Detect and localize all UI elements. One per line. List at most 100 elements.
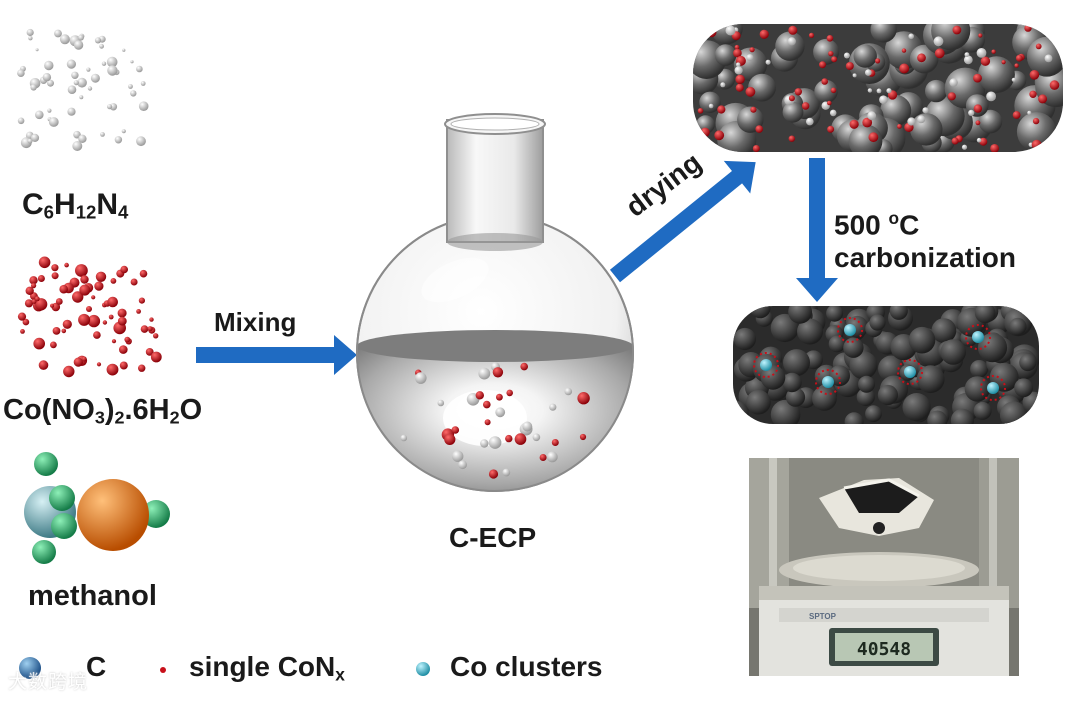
- carbon-particle: [977, 333, 1008, 363]
- flask-white-dot: [546, 451, 558, 463]
- precursor-cobalt-dot: [1015, 54, 1023, 62]
- cobalt-ion-dot: [37, 275, 45, 282]
- flask-cobalt-dot: [451, 426, 460, 434]
- flask-white-dot: [549, 403, 557, 411]
- precursor-cobalt-dot: [1012, 111, 1021, 119]
- hexamine-atom: [136, 65, 143, 73]
- hexamine-atom: [109, 103, 118, 111]
- hexamine-atom: [72, 141, 83, 151]
- hexamine-atom: [17, 117, 25, 125]
- hexamine-atom: [101, 61, 107, 66]
- carbon-particle: [760, 365, 786, 390]
- cobalt-ion-dot: [147, 326, 153, 332]
- precursor-cobalt-dot: [875, 58, 881, 64]
- precursor-cobalt-dot: [700, 127, 710, 137]
- precursor-sphere: [848, 124, 883, 152]
- precursor-cobalt-dot: [735, 83, 744, 92]
- hexamine-atom: [35, 48, 39, 52]
- carbon-particle: [973, 401, 992, 420]
- precursor-white-dot: [961, 144, 968, 150]
- cobalt-ion-dot: [149, 317, 154, 322]
- precursor-sphere: [699, 91, 721, 114]
- hexamine-atom: [130, 60, 134, 64]
- carbon-particle: [783, 349, 810, 377]
- precursor-cobalt-dot: [831, 56, 838, 63]
- con-ring: [897, 359, 923, 385]
- flask-white-dot: [488, 436, 502, 449]
- precursor-cobalt-dot: [952, 25, 962, 35]
- cobalt-ion-dot: [107, 296, 118, 308]
- flask-white-dot: [437, 399, 445, 407]
- precursor-white-dot: [907, 117, 916, 126]
- carbon-particle: [974, 306, 996, 324]
- precursor-cobalt-dot: [706, 139, 712, 145]
- precursor-cobalt-dot: [1014, 63, 1019, 68]
- hexamine-atom: [100, 132, 105, 137]
- cobalt-ion-dot: [50, 303, 55, 308]
- precursor-cobalt-dot: [821, 78, 828, 85]
- precursor-white-dot: [949, 78, 958, 87]
- hexamine-atom: [28, 36, 33, 41]
- precursor-white-dot: [986, 91, 996, 102]
- cobalt-ion-dot: [63, 365, 75, 378]
- flask-cobalt-dot: [579, 433, 587, 441]
- precursor-white-dot: [843, 52, 850, 59]
- hexamine-atom: [130, 90, 137, 97]
- precursor-cobalt-dot: [947, 92, 956, 101]
- hexamine-atom: [73, 80, 79, 86]
- hexamine-atom: [79, 95, 84, 100]
- flask-cobalt-dot: [514, 433, 527, 445]
- carbon-particle: [869, 314, 886, 331]
- cobalt-ion-dot: [120, 265, 128, 274]
- cobalt-ion-dot: [117, 316, 127, 326]
- carbon-particle: [931, 318, 957, 343]
- precursor-cobalt-dot: [1029, 90, 1037, 99]
- precursor-sphere: [714, 44, 737, 66]
- carbon-particle: [826, 306, 844, 322]
- flask-cobalt-dot: [539, 454, 547, 461]
- cobalt-ion-dot: [117, 308, 127, 318]
- cobalt-ion-dot: [64, 262, 69, 268]
- precursor-white-dot: [806, 117, 814, 126]
- con-ring: [980, 375, 1006, 401]
- hexamine-atom: [35, 110, 44, 120]
- carbon-particle: [746, 389, 771, 415]
- precursor-cobalt-dot: [868, 132, 879, 143]
- cobalt-ion-dot: [24, 299, 34, 308]
- hexamine-atom: [71, 71, 79, 80]
- precursor-white-dot: [933, 36, 944, 47]
- carbon-particle: [889, 306, 908, 320]
- flask-cobalt-dot: [551, 439, 559, 446]
- hexamine-atom: [94, 37, 102, 44]
- precursor-white-dot: [865, 69, 872, 76]
- precursor-cobalt-dot: [755, 125, 763, 133]
- flask-cobalt-dot: [444, 433, 456, 445]
- precursor-cobalt-dot: [980, 56, 991, 66]
- cobalt-ion-dot: [108, 314, 114, 320]
- precursor-sphere: [748, 73, 776, 102]
- cobalt-ion-dot: [138, 297, 145, 304]
- precursor-sphere: [853, 44, 877, 68]
- carbon-particle: [797, 318, 823, 345]
- carbon-particle: [812, 386, 837, 411]
- precursor-white-dot: [879, 95, 888, 104]
- precursor-white-dot: [917, 115, 926, 124]
- carbon-particle: [849, 351, 878, 380]
- cobalt-ion-dot: [124, 336, 131, 343]
- cobalt-ion-dot: [72, 291, 84, 303]
- precursor-sphere: [978, 109, 1003, 134]
- cobalt-ion-dot: [81, 356, 87, 362]
- precursor-cobalt-dot: [901, 48, 907, 53]
- cobalt-ion-dot: [20, 329, 25, 334]
- hexamine-atom: [136, 136, 146, 147]
- flask-cobalt-dot: [483, 400, 491, 409]
- precursor-cobalt-dot: [1032, 117, 1040, 125]
- hexamine-atom: [107, 104, 113, 110]
- flask-white-dot: [400, 434, 408, 442]
- precursor-white-dot: [746, 54, 754, 62]
- carbon-particle: [878, 355, 905, 383]
- cobalt-ion-dot: [140, 325, 149, 333]
- flask-white-dot: [478, 367, 491, 380]
- flask-white-dot: [480, 439, 489, 448]
